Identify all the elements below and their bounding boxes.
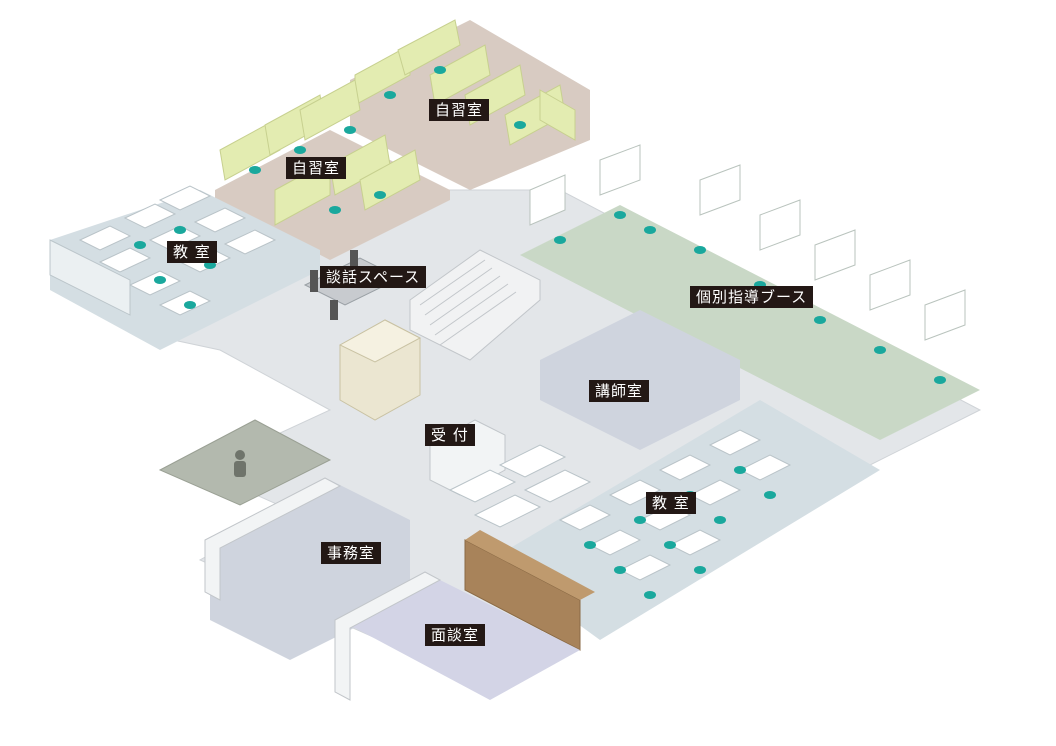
chair	[154, 276, 166, 284]
chair	[249, 166, 261, 174]
label-reception: 受 付	[425, 424, 475, 446]
chair	[614, 566, 626, 574]
label-study-room-top: 自習室	[429, 99, 490, 121]
staircase	[409, 249, 541, 361]
chair	[184, 301, 196, 309]
label-classroom-right: 教 室	[646, 492, 696, 514]
chair	[734, 466, 746, 474]
chair	[714, 516, 726, 524]
chair	[644, 591, 656, 599]
chair	[374, 191, 386, 199]
chair	[204, 261, 216, 269]
chair	[874, 346, 886, 354]
chair	[634, 516, 646, 524]
chair	[434, 66, 446, 74]
restroom-person-icon	[234, 450, 246, 477]
chair	[934, 376, 946, 384]
chair	[814, 316, 826, 324]
chair	[764, 491, 776, 499]
individual-booths-floor	[520, 205, 980, 440]
chair	[584, 541, 596, 549]
label-interview-room: 面談室	[425, 624, 486, 646]
chair	[554, 236, 566, 244]
individual-booth-partitions	[529, 144, 966, 341]
chair	[384, 91, 396, 99]
chair	[644, 226, 656, 234]
label-instructor-room: 講師室	[589, 380, 650, 402]
chair	[294, 146, 306, 154]
chair	[134, 241, 146, 249]
interview-room-walls	[334, 571, 442, 701]
chair	[694, 246, 706, 254]
label-study-room-left: 自習室	[286, 157, 347, 179]
chair	[514, 121, 526, 129]
classroom-right-floor	[490, 400, 880, 640]
chair	[344, 126, 356, 134]
chair	[174, 226, 186, 234]
chair	[614, 211, 626, 219]
label-classroom-left: 教 室	[167, 241, 217, 263]
elevator-core	[338, 319, 422, 421]
chairs	[134, 66, 946, 599]
chair	[664, 541, 676, 549]
reception-desks	[448, 444, 592, 528]
chair	[329, 206, 341, 214]
chair	[694, 566, 706, 574]
label-individual-booths: 個別指導ブース	[690, 286, 814, 308]
label-office: 事務室	[321, 542, 382, 564]
label-lounge: 談話スペース	[320, 266, 427, 288]
classroom-left-glass-wall	[49, 239, 131, 316]
office-walls	[204, 477, 342, 601]
